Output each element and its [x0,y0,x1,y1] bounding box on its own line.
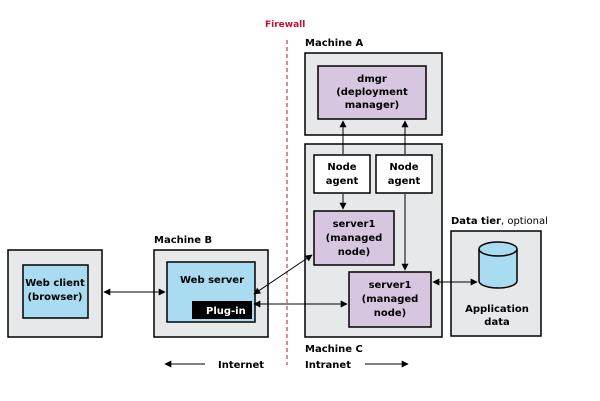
app-data-line-1: Application [465,304,529,315]
server1-bottom-line-1: server1 [369,280,412,291]
node-agent-2-line-1: Node [389,162,418,173]
server1-bottom-line-2: (managed [362,294,419,305]
dmgr-line-2: (deployment [336,87,408,98]
machine-c-label: Machine C [305,344,363,355]
data-tier-label: Data tier, optional [451,216,548,227]
machine-b-label: Machine B [154,235,212,246]
node-agent-1-line-2: agent [326,176,359,187]
data-tier-label-bold: Data tier [451,216,501,227]
machine-a-label: Machine A [305,38,364,49]
internet-label: Internet [218,360,264,371]
node-agent-1-box [313,154,371,194]
server1-top-box [313,210,395,266]
node-agent-2-line-2: agent [388,176,421,187]
firewall-label: Firewall [265,20,305,30]
server1-top-line-3: node) [338,247,371,258]
plugin-box [192,301,252,319]
intranet-label: Intranet [305,360,351,371]
web-client-line-2: (browser) [27,292,82,303]
arrow-plugin-server1-top [253,254,313,295]
server1-top-line-1: server1 [333,219,376,230]
web-client-line-1: Web client [25,278,85,289]
node-agent-2-box [375,154,433,194]
server1-bottom-box [348,271,432,328]
database-icon [478,241,518,289]
plugin-label: Plug-in [206,306,246,317]
server1-top-line-2: (managed [326,233,383,244]
server1-bottom-line-3: node) [374,308,407,319]
node-agent-1-line-1: Node [327,162,356,173]
web-client-box [22,264,89,319]
dmgr-line-1: dmgr [357,74,387,85]
dmgr-box [317,65,427,120]
app-data-line-2: data [484,317,509,328]
dmgr-line-3: manager) [345,100,399,111]
web-server-label: Web server [180,275,244,286]
data-tier-label-rest: , optional [501,216,548,227]
